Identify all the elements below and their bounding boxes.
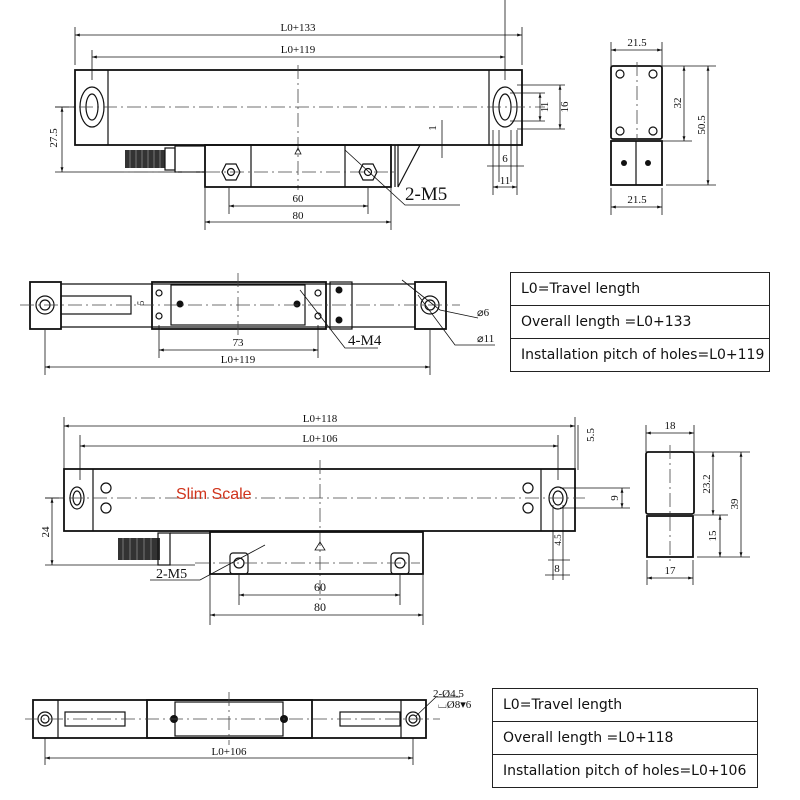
- dim-slot-small: 4.5: [553, 534, 563, 546]
- callout-hole-1: 2-Ø4.5: [433, 688, 464, 700]
- view1-front: L0+133 L0+119 11 16 6 11: [48, 0, 571, 230]
- dim-slot-inner: 11: [539, 102, 551, 113]
- dim-slot-height: 9: [609, 495, 621, 501]
- reference-mark-icon: [294, 147, 302, 155]
- view3-front: L0+118 L0+106 5.5 9 4.5 8: [40, 413, 630, 625]
- dim-height-offset-slim: 24: [40, 526, 52, 538]
- dim-overall-length: L0+133: [281, 22, 316, 34]
- callout-screw-slim: 2-M5: [156, 567, 187, 582]
- dim-pitch-2: L0+119: [221, 354, 256, 366]
- dim-top-offset: 5.5: [585, 428, 597, 442]
- dim-slot-width: 8: [554, 563, 560, 575]
- screw-icon: [100, 482, 534, 514]
- callout-dia-small: ⌀6: [477, 307, 490, 319]
- screw-icon: [615, 69, 658, 136]
- legend-table-1: L0=Travel length Overall length =L0+133 …: [510, 272, 770, 372]
- dim-gap: 1: [427, 125, 439, 131]
- dim-side-bottom-width: 21.5: [627, 194, 647, 206]
- callout-hole-2: ⌴Ø8▾6: [438, 699, 472, 711]
- view4-plan: 2-Ø4.5 ⌴Ø8▾6 L0+106: [25, 688, 472, 765]
- legend-row: Overall length =L0+133: [511, 306, 769, 339]
- cable-spring-icon: [118, 538, 160, 560]
- dim-side-upper-height: 23.2: [701, 474, 713, 493]
- dim-slot-width-inner: 6: [502, 153, 508, 165]
- dim-side-top-width-slim: 18: [665, 420, 677, 432]
- legend-row: Overall length =L0+118: [493, 722, 757, 755]
- legend-table-2: L0=Travel length Overall length =L0+118 …: [492, 688, 758, 788]
- legend-row: L0=Travel length: [511, 273, 769, 306]
- dim-reader-hole-pitch-slim: 60: [314, 580, 326, 594]
- dim-overall-length-slim: L0+118: [303, 413, 338, 425]
- product-label: Slim Scale: [176, 486, 252, 503]
- callout-screw: 2-M5: [405, 184, 447, 205]
- dim-slot-width-outer: 11: [500, 175, 511, 187]
- dim-hole-pitch: 73: [233, 337, 245, 349]
- view2-plan: 5 4-M4 ⌀6 ⌀11 73 L0+119: [20, 273, 495, 375]
- dim-reader-length: 80: [293, 210, 305, 222]
- dim-reader-hole-pitch: 60: [293, 193, 305, 205]
- cable-spring-icon: [125, 150, 165, 168]
- dim-side-bottom-width-slim: 17: [665, 565, 677, 577]
- dim-pitch-slim: L0+106: [303, 433, 338, 445]
- dim-small: 5: [136, 300, 146, 305]
- view1-side: 21.5 32 50.5 21.5: [610, 37, 716, 215]
- dim-side-total-height-slim: 39: [729, 498, 741, 510]
- dim-height-offset: 27.5: [48, 128, 60, 148]
- dim-side-top-width: 21.5: [627, 37, 647, 49]
- dim-side-total-height: 50.5: [696, 115, 708, 135]
- dim-pitch-4: L0+106: [212, 746, 247, 758]
- legend-row: Installation pitch of holes=L0+106: [503, 763, 747, 779]
- legend-row: Installation pitch of holes=L0+119: [521, 347, 765, 363]
- dim-slot-outer: 16: [559, 101, 571, 113]
- callout-dia-large: ⌀11: [477, 333, 494, 345]
- view3-side: 18 23.2 39 15 17: [645, 420, 750, 585]
- dim-reader-length-slim: 80: [314, 600, 326, 614]
- reference-mark-icon: [314, 541, 326, 551]
- callout-screw-m4: 4-M4: [348, 333, 382, 349]
- legend-row: L0=Travel length: [493, 689, 757, 722]
- dim-side-lower-height: 15: [707, 530, 719, 542]
- dim-side-body-height: 32: [672, 98, 684, 109]
- dim-pitch: L0+119: [281, 44, 316, 56]
